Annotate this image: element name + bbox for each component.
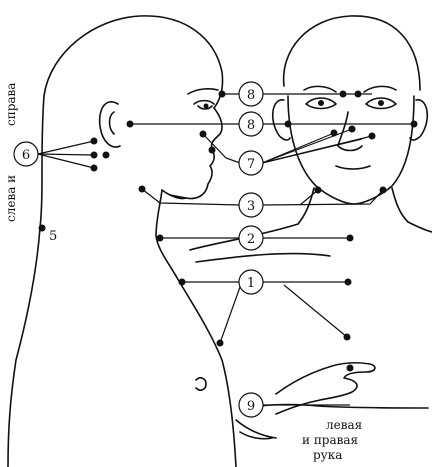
marker-7-label: 8 — [247, 88, 255, 103]
point-9-hand — [346, 364, 354, 372]
point-7-profile — [218, 90, 226, 98]
point-7-front-a — [339, 90, 347, 98]
marker-6-label: 7 — [247, 157, 255, 172]
point-2-profile — [156, 234, 164, 242]
marker-3-label: 3 — [247, 199, 255, 214]
marker-4: 6 — [13, 141, 39, 167]
label-right: справа — [4, 82, 18, 126]
point-6-front-b — [368, 132, 376, 140]
marker-7: 8 — [238, 81, 264, 107]
hand-caption-line2: и правая — [302, 433, 359, 447]
marker-8: 8 — [238, 111, 264, 137]
profile-figure — [7, 15, 277, 467]
point-1-front-b — [343, 333, 351, 341]
marker-1-label: 1 — [247, 276, 255, 291]
point-6-profile-b — [208, 146, 216, 154]
point-3-front-b — [379, 186, 387, 194]
hand-caption-line3: рука — [313, 448, 343, 462]
point-4-c — [102, 151, 110, 159]
point-8-front-right — [410, 120, 418, 128]
point-1-profile-b — [216, 339, 224, 347]
point-1-profile-a — [178, 278, 186, 286]
point-6-profile-a — [199, 130, 207, 138]
acupoint-dots — [38, 90, 418, 372]
point-3-front-a — [314, 186, 322, 194]
frontal-figure — [189, 15, 432, 263]
point-3-profile — [138, 185, 146, 193]
point-8-front-left — [284, 120, 292, 128]
point-4-d — [90, 164, 98, 172]
marker-2: 2 — [238, 225, 264, 251]
marker-2-label: 2 — [247, 232, 255, 247]
point-8-profile — [126, 120, 134, 128]
point-5-label: 5 — [49, 229, 57, 244]
point-7-front-b — [354, 90, 362, 98]
point-5 — [38, 224, 46, 232]
hand-caption-line1: левая — [326, 418, 363, 432]
marker-9-label: 9 — [247, 399, 255, 414]
marker-9: 9 — [238, 392, 264, 418]
label-left-and: слева и — [4, 174, 18, 222]
point-6-front-c — [348, 125, 356, 133]
leader-lines — [37, 93, 414, 406]
marker-6: 7 — [238, 150, 264, 176]
point-4-a — [90, 137, 98, 145]
marker-8-label: 8 — [247, 118, 255, 133]
point-2-front — [346, 234, 354, 242]
marker-1: 1 — [238, 269, 264, 295]
point-6-front-a — [330, 129, 338, 137]
point-1-front-a — [344, 278, 352, 286]
point-4-b — [90, 151, 98, 159]
marker-3: 3 — [238, 192, 264, 218]
marker-4-label: 6 — [22, 148, 30, 163]
